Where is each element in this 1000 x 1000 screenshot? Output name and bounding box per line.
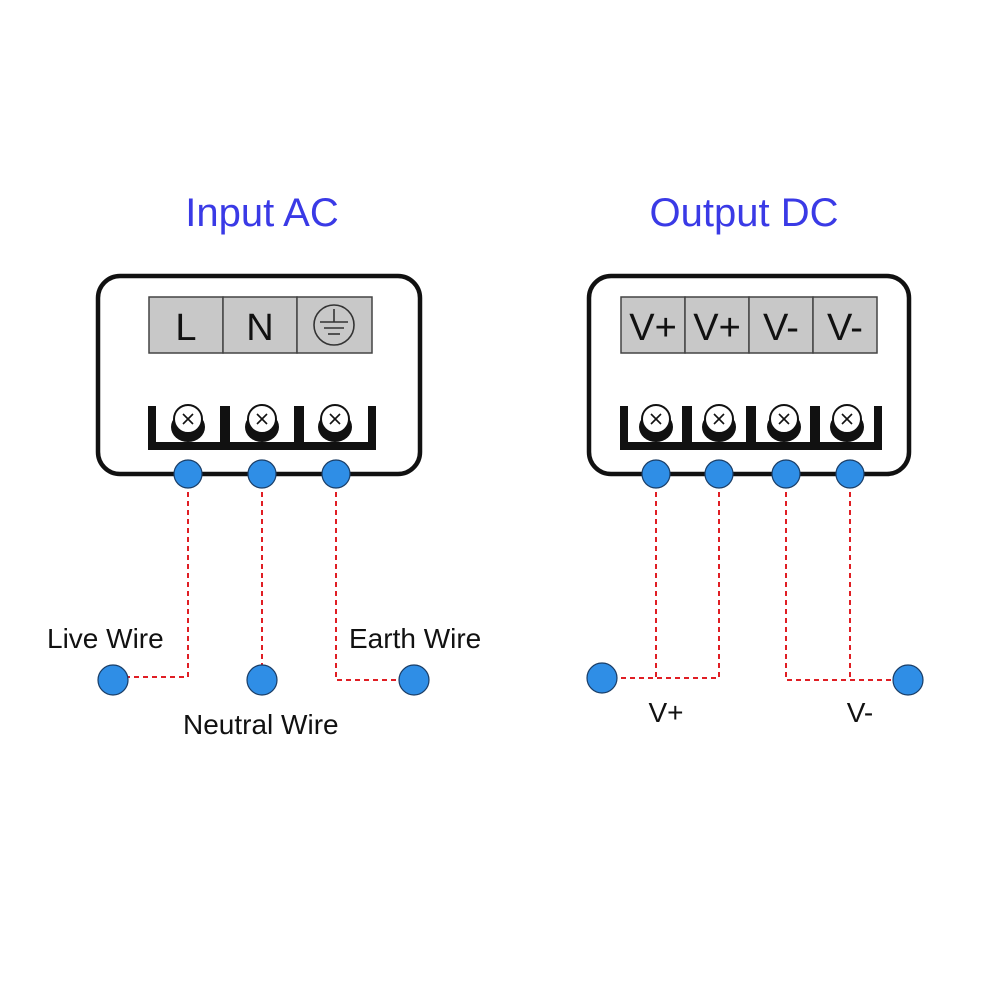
vminus-wire-1 [785, 474, 908, 681]
screw-icon [171, 404, 205, 442]
output-node-vminus-1 [771, 459, 801, 489]
live-wire [113, 474, 189, 678]
screw-icon [702, 404, 736, 442]
vminus-wire-end-node [892, 664, 924, 696]
screw-icon [245, 404, 279, 442]
output-terminal-cell-vplus-1 [620, 296, 686, 354]
screw-icon [318, 404, 352, 442]
vminus-wire-label: V- [847, 697, 873, 728]
output-node-vplus-1 [641, 459, 671, 489]
output-terminal-cell-vminus-2 [812, 296, 878, 354]
input-terminal-cell-earth [296, 296, 373, 354]
output-title: Output DC [650, 191, 839, 235]
input-terminal-cell-n [222, 296, 298, 354]
output-terminal-label-vplus-2: V+ [693, 307, 741, 349]
output-node-vplus-2 [704, 459, 734, 489]
output-screw-terminals [620, 404, 882, 450]
earth-symbol-icon [313, 304, 355, 346]
input-terminal-cell-l [148, 296, 224, 354]
screw-icon [639, 404, 673, 442]
earth-wire-label: Earth Wire [349, 623, 481, 654]
earth-wire-end-node [398, 664, 430, 696]
output-terminal-label-vplus-1: V+ [629, 307, 677, 349]
input-terminal-label-n: N [246, 307, 273, 349]
neutral-wire-label: Neutral Wire [183, 709, 339, 740]
screw-icon [830, 404, 864, 442]
output-dc-panel: Output DC V+ V+ V- V- [586, 191, 924, 728]
neutral-wire-end-node [246, 664, 278, 696]
output-terminal-label-vminus-2: V- [827, 307, 863, 349]
input-ac-panel: Input AC L N [47, 191, 481, 740]
screw-icon [767, 404, 801, 442]
input-node-earth [321, 459, 351, 489]
input-title: Input AC [185, 191, 338, 235]
live-wire-label: Live Wire [47, 623, 164, 654]
input-node-n [247, 459, 277, 489]
output-terminal-cell-vminus-1 [748, 296, 814, 354]
vplus-wire-1 [602, 474, 657, 679]
input-terminal-label-l: L [175, 307, 196, 349]
input-node-l [173, 459, 203, 489]
input-screw-terminals [148, 404, 376, 450]
vplus-wire-label: V+ [648, 697, 683, 728]
vplus-wire-2 [656, 474, 720, 679]
live-wire-end-node [97, 664, 129, 696]
vplus-wire-end-node [586, 662, 618, 694]
output-node-vminus-2 [835, 459, 865, 489]
output-terminal-label-vminus-1: V- [763, 307, 799, 349]
